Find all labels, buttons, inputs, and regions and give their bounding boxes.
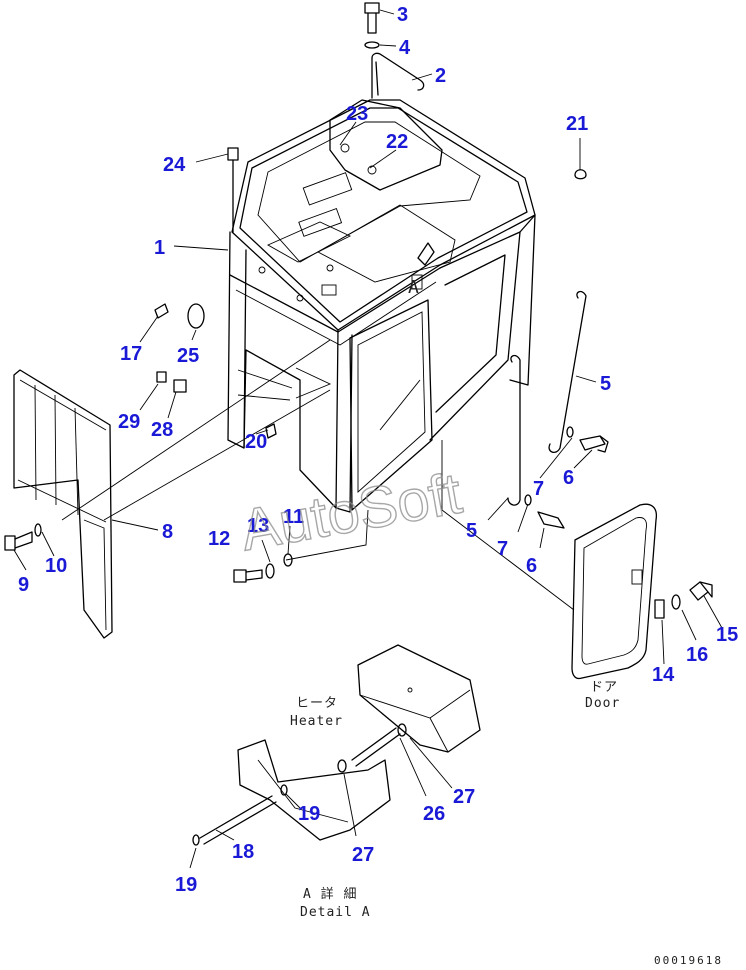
clip-17 [154, 303, 169, 319]
cab-frame [227, 99, 536, 513]
label-20: 20 [245, 431, 267, 453]
label-3: 3 [397, 4, 408, 26]
washer-10 [34, 523, 42, 537]
label-6: 6 [563, 467, 574, 489]
label-26: 26 [423, 803, 445, 825]
washer-7-upper [566, 426, 574, 438]
label-10: 10 [45, 555, 67, 577]
view-marker-a: A [408, 277, 420, 298]
reference-lines [61, 339, 575, 611]
side-grille [13, 369, 113, 639]
rod-5-upper [548, 290, 587, 453]
label-17: 17 [120, 343, 142, 365]
label-29: 29 [118, 411, 140, 433]
cap-28 [173, 379, 187, 393]
latch-14 [654, 599, 665, 619]
label-9: 9 [18, 574, 29, 596]
drawing-code: 00019618 [654, 954, 723, 967]
nut-19b [280, 784, 288, 796]
rod-5-lower [507, 354, 521, 506]
cap-25 [187, 303, 205, 329]
heater-caption-jp: ヒータ [296, 696, 338, 711]
label-19: 19 [298, 803, 320, 825]
label-4: 4 [399, 37, 411, 59]
label-15: 15 [716, 624, 738, 646]
label-23: 23 [346, 103, 368, 125]
label-6b: 6 [526, 555, 537, 577]
leader-lines [13, 9, 723, 869]
clip-21 [574, 169, 587, 180]
label-7b: 7 [497, 538, 508, 560]
clip-29 [156, 371, 167, 383]
door-caption-jp: ドア [590, 680, 618, 695]
label-5b: 5 [466, 520, 477, 542]
rod-18 [199, 795, 277, 845]
bolt-12 [233, 569, 263, 583]
washer-13 [265, 563, 275, 579]
label-19b: 19 [175, 874, 197, 896]
label-1: 1 [154, 237, 165, 259]
label-14: 14 [652, 664, 675, 686]
label-11: 11 [283, 506, 304, 528]
hook-rod [371, 52, 425, 99]
label-7: 7 [533, 478, 544, 500]
detail-caption-jp: A 詳 細 [303, 886, 357, 902]
bolt-top [364, 2, 380, 34]
label-25: 25 [177, 345, 199, 367]
part-labels: 1 2 3 4 5 6 7 8 9 10 11 12 13 14 15 16 1… [18, 4, 738, 896]
door-panel [571, 503, 658, 680]
bolt-9 [4, 531, 33, 551]
washer-top [364, 41, 380, 49]
bolt-15 [689, 581, 713, 601]
label-28: 28 [151, 419, 173, 441]
label-13: 13 [247, 515, 269, 537]
clip-20 [265, 423, 277, 439]
heater-unit [357, 644, 481, 753]
label-2: 2 [435, 65, 446, 87]
label-5: 5 [600, 373, 611, 395]
bolt-6-upper [579, 435, 609, 453]
heater-bracket [237, 739, 391, 841]
clip-24 [227, 147, 239, 233]
label-24: 24 [163, 154, 186, 176]
washer-16 [671, 594, 681, 610]
label-12: 12 [208, 528, 230, 550]
washer-7-lower [524, 494, 532, 506]
label-8: 8 [162, 521, 173, 543]
label-16: 16 [686, 644, 708, 666]
label-21: 21 [566, 113, 588, 135]
label-27b: 27 [352, 844, 374, 866]
label-18: 18 [232, 841, 254, 863]
nut-19 [192, 834, 200, 846]
label-22: 22 [386, 131, 408, 153]
label-27: 27 [453, 786, 475, 808]
bolt-6-lower [537, 511, 565, 529]
rod-26 [351, 723, 407, 767]
heater-caption-en: Heater [290, 714, 343, 729]
detail-caption-en: Detail A [300, 905, 371, 920]
roof-plate [329, 99, 443, 191]
door-caption-en: Door [585, 696, 620, 711]
nut-27 [337, 759, 347, 773]
